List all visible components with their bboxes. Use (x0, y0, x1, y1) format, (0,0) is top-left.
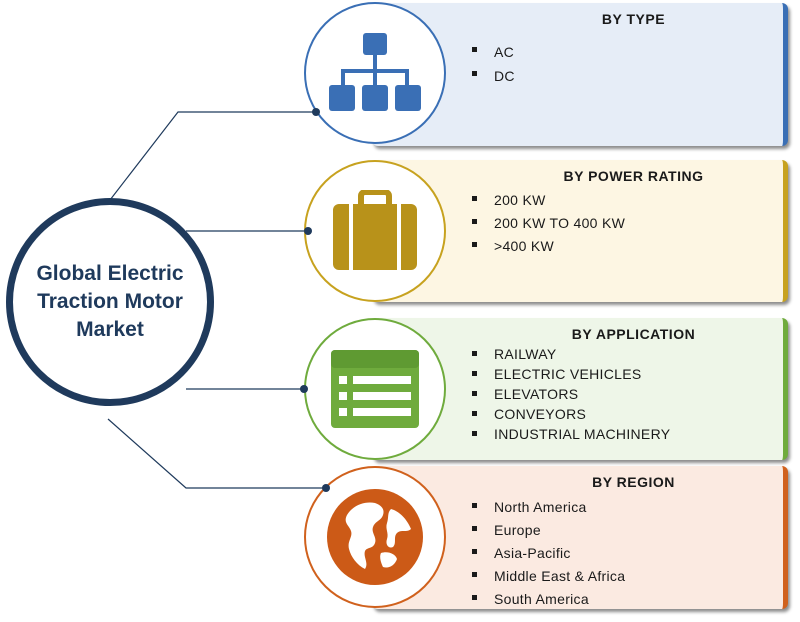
segment-panel-region: BY REGION North America Europe Asia-Paci… (372, 466, 788, 609)
connector-region (107, 418, 326, 489)
segment-items: 200 KW 200 KW TO 400 KW >400 KW (470, 189, 625, 258)
list-item: ELEVATORS (470, 384, 670, 404)
briefcase-icon (333, 190, 417, 270)
hub-title: Global Electric Traction Motor Market (36, 262, 184, 341)
list-item: 200 KW TO 400 KW (470, 212, 625, 235)
list-item: 200 KW (470, 189, 625, 212)
segment-items: North America Europe Asia-Pacific Middle… (470, 496, 625, 611)
segment-items: RAILWAY ELECTRIC VEHICLES ELEVATORS CONV… (470, 344, 670, 444)
list-item: South America (470, 588, 625, 611)
segment-items: AC DC (470, 40, 515, 88)
list-item: INDUSTRIAL MACHINERY (470, 424, 670, 444)
list-item: ELECTRIC VEHICLES (470, 364, 670, 384)
connector-dot-region (322, 484, 330, 492)
list-item: AC (470, 40, 515, 64)
application-icon-circle (304, 318, 446, 460)
connector-type (109, 111, 316, 201)
list-item: CONVEYORS (470, 404, 670, 424)
list-item: Middle East & Africa (470, 565, 625, 588)
list-item: Asia-Pacific (470, 542, 625, 565)
segment-title: BY TYPE (601, 11, 666, 27)
connector-dot-type (312, 108, 320, 116)
market-hub-circle: Global Electric Traction Motor Market (6, 198, 214, 406)
list-item: >400 KW (470, 235, 625, 258)
list-item: Europe (470, 519, 625, 542)
power-rating-icon-circle (304, 160, 446, 302)
list-item: North America (470, 496, 625, 519)
list-icon (331, 350, 419, 428)
type-icon-circle (304, 2, 446, 144)
connector-dot-power-rating (304, 227, 312, 235)
segment-title: BY REGION (592, 474, 675, 490)
list-item: DC (470, 64, 515, 88)
segment-title: BY POWER RATING (563, 168, 704, 184)
list-item: RAILWAY (470, 344, 670, 364)
segment-title: BY APPLICATION (571, 326, 696, 342)
globe-icon (327, 489, 423, 585)
connector-dot-application (300, 385, 308, 393)
hierarchy-icon (329, 33, 421, 111)
